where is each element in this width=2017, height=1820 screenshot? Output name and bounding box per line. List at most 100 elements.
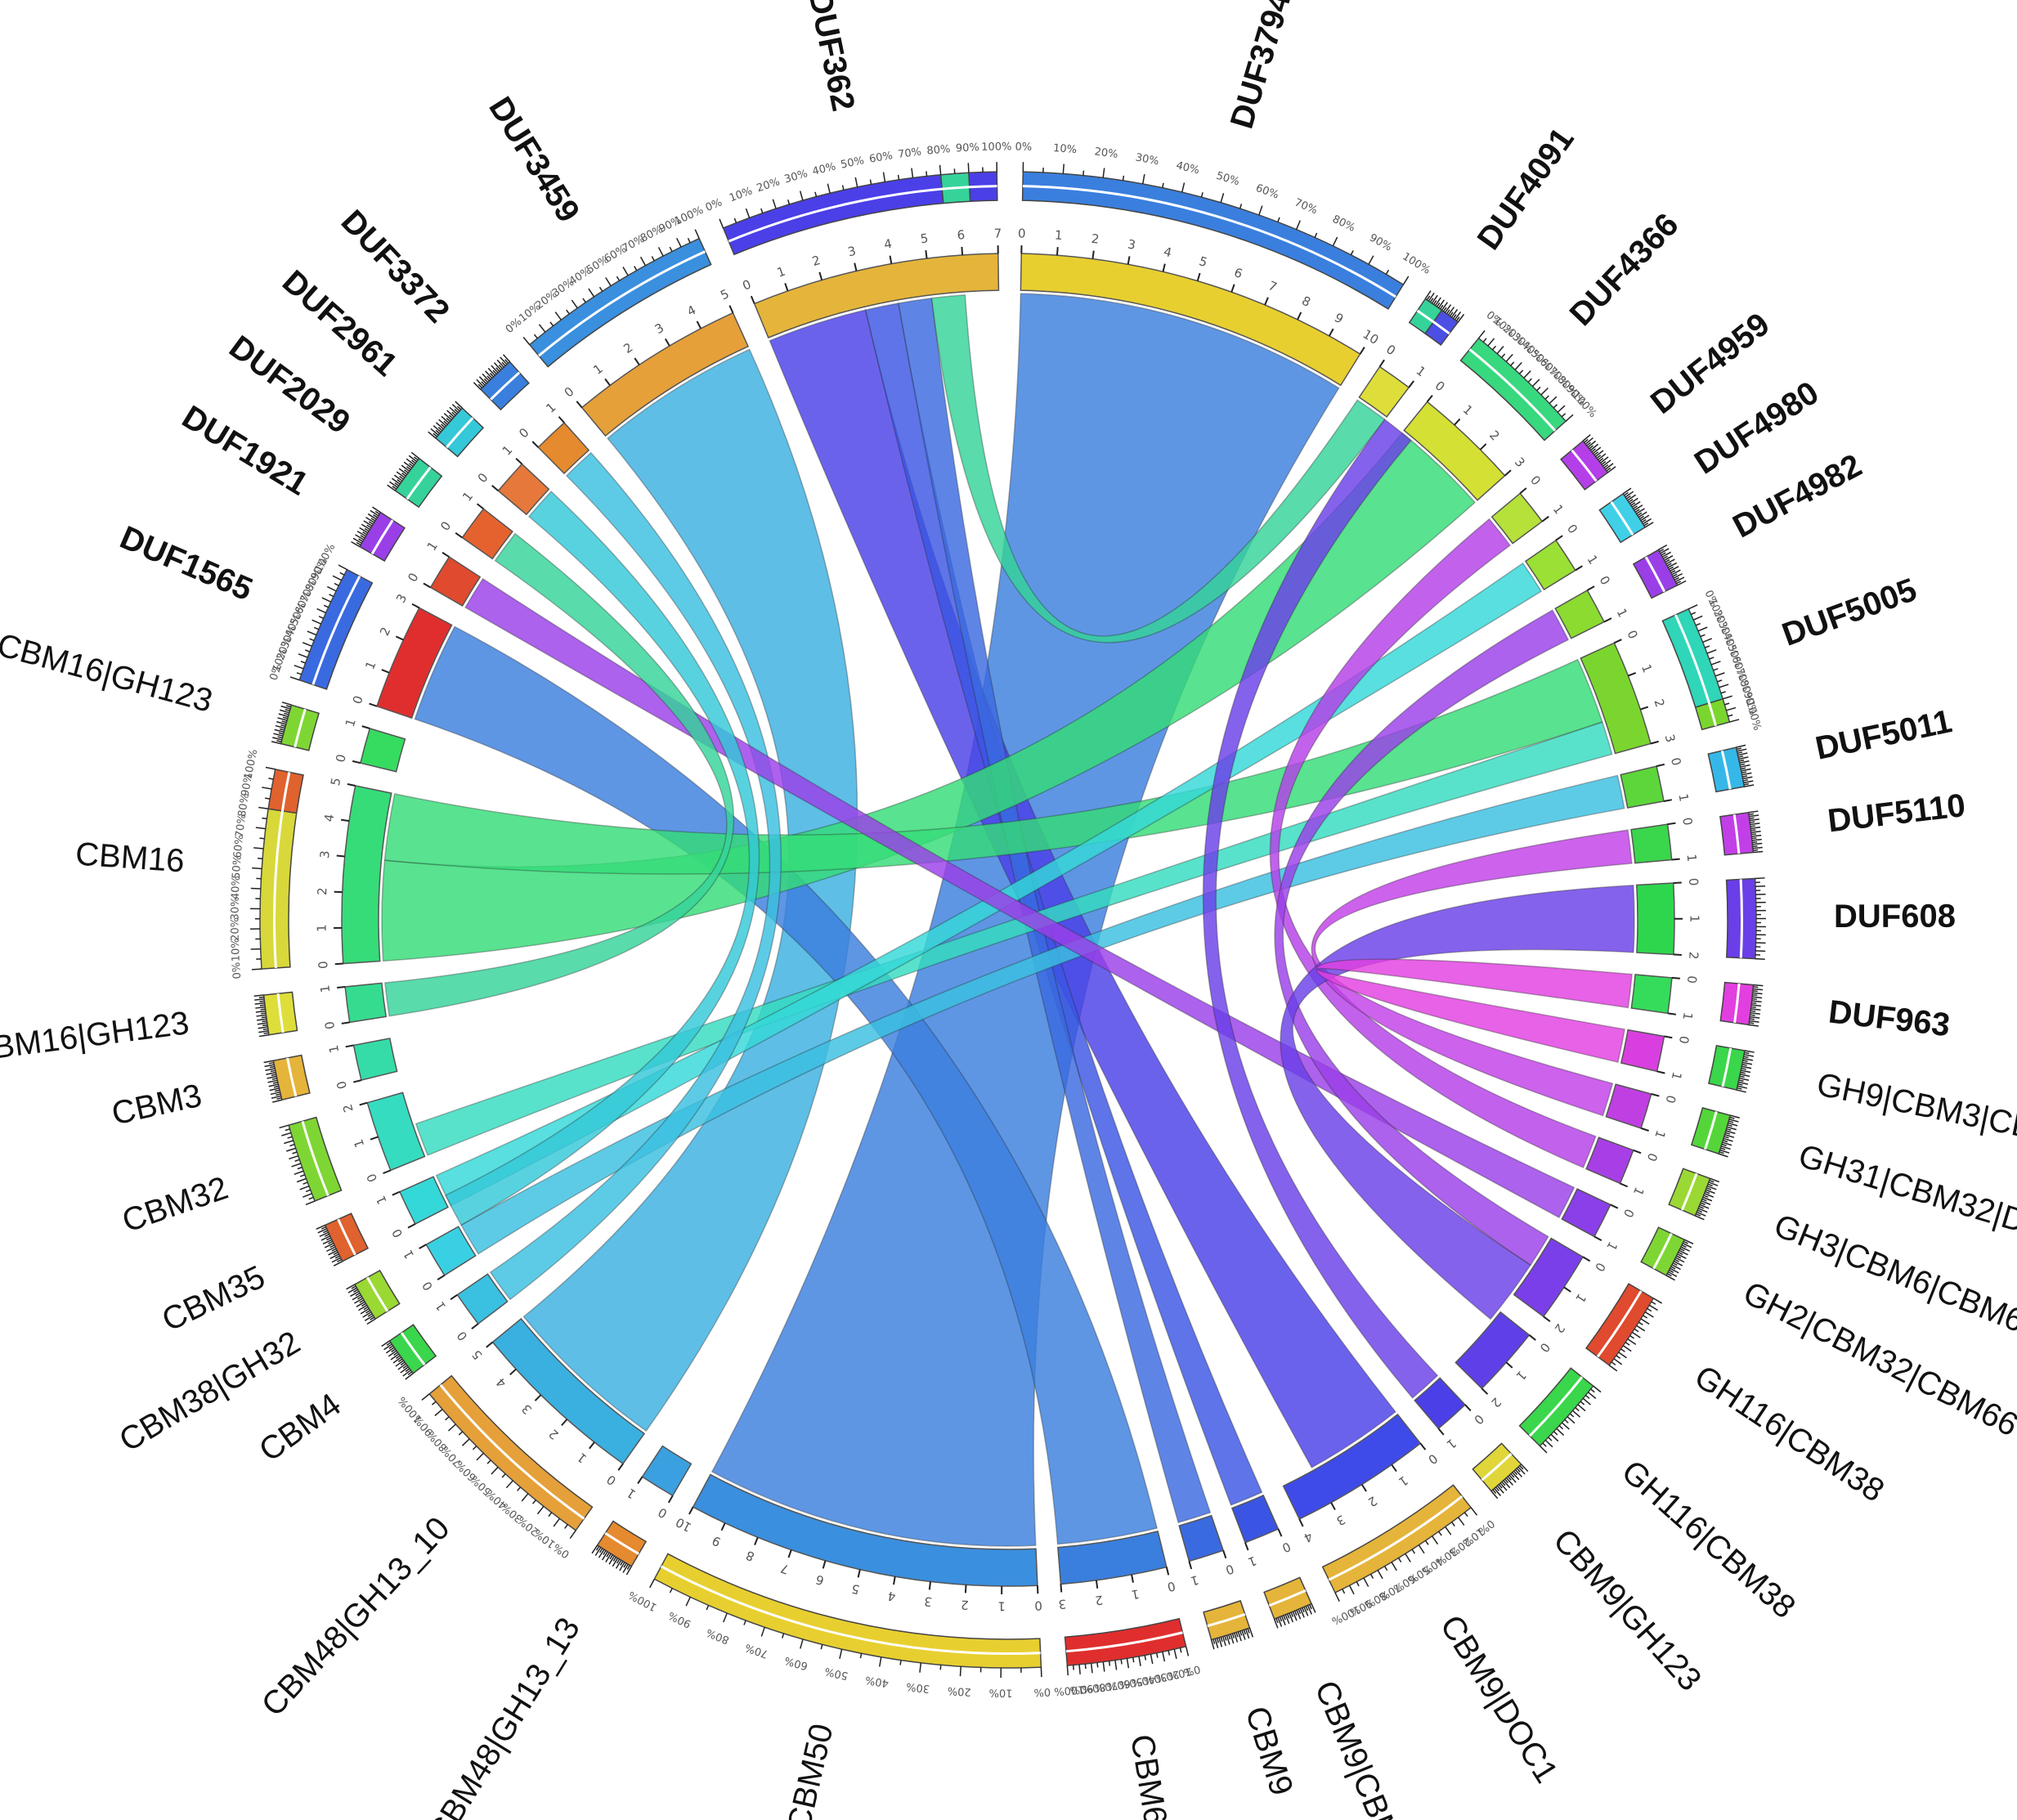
inner-tick-label: 3 <box>1127 236 1137 252</box>
outer-tick <box>1720 1147 1726 1150</box>
outer-tick <box>337 1258 343 1262</box>
outer-percentage-arc <box>428 1374 594 1531</box>
outer-tick <box>360 535 365 539</box>
segment-label: DUF362 <box>801 0 861 114</box>
outer-tick <box>1706 649 1717 654</box>
outer-tick <box>1751 997 1757 1001</box>
outer-tick <box>1512 1472 1520 1481</box>
inner-tick <box>471 1323 479 1329</box>
outer-tick <box>259 837 265 840</box>
segment-label: CBM48|GH13_13 <box>421 1612 587 1820</box>
inner-tick <box>667 1495 674 1504</box>
outer-tick <box>252 867 262 870</box>
outer-tick <box>285 708 290 712</box>
outer-tick <box>1679 1248 1685 1252</box>
outer-tick <box>1424 290 1432 299</box>
outer-tick <box>1228 1634 1231 1640</box>
outer-tick <box>1518 370 1524 374</box>
inner-tick <box>1504 469 1512 477</box>
inner-tick-label: 0 <box>741 277 754 294</box>
outer-tick <box>1719 1149 1730 1154</box>
outer-tick <box>1275 1617 1279 1624</box>
inner-tick-label: 2 <box>1488 1395 1504 1410</box>
inner-tick <box>637 1476 643 1485</box>
inner-tick <box>664 338 670 347</box>
segment-label: CBM9|GH123 <box>1546 1522 1708 1697</box>
inner-tick <box>1359 347 1365 355</box>
outer-tick <box>441 415 450 424</box>
outer-tick <box>939 1665 942 1670</box>
outer-tick <box>449 406 458 415</box>
outer-tick <box>308 1196 314 1200</box>
outer-tick <box>367 1313 373 1317</box>
inner-tick-label: 1 <box>1189 1572 1200 1589</box>
outer-tick <box>1701 1200 1711 1206</box>
inner-tick-label: 6 <box>957 227 966 243</box>
inner-tick-label: 0 <box>1018 226 1026 241</box>
inner-tick <box>784 283 789 292</box>
outer-tick <box>296 672 302 675</box>
inner-tick <box>341 1021 350 1024</box>
inner-tick <box>1639 706 1649 711</box>
outer-tick <box>1702 638 1713 643</box>
outer-tick <box>406 466 411 470</box>
outer-tick <box>685 1596 691 1607</box>
inner-tick <box>1479 443 1487 451</box>
outer-divider-line <box>1721 1047 1732 1087</box>
inner-tick-label: 0 <box>1624 628 1640 641</box>
outer-tick <box>1600 456 1609 464</box>
inner-tick <box>383 1169 392 1175</box>
outer-tick <box>329 594 334 598</box>
outer-tick <box>1736 747 1741 751</box>
segment-label: CBM32 <box>118 1170 232 1239</box>
outer-tick <box>1214 1638 1219 1648</box>
outer-tick <box>1750 823 1760 826</box>
inner-tick <box>1541 515 1549 522</box>
outer-divider-line <box>538 250 706 357</box>
outer-percent-label: 100% <box>1570 389 1599 420</box>
outer-tick <box>483 378 489 383</box>
outer-divider-line <box>728 185 997 243</box>
outer-tick <box>1155 1652 1159 1658</box>
inner-tick-label: 3 <box>923 1594 933 1609</box>
outer-tick <box>305 1200 316 1206</box>
inner-tick <box>455 531 463 539</box>
outer-tick <box>356 541 361 546</box>
outer-percent-label: 100% <box>1401 250 1432 276</box>
outer-tick <box>328 1240 334 1244</box>
outer-divider-line <box>1652 1233 1673 1270</box>
inner-tick <box>1437 1428 1445 1436</box>
outer-divider-line <box>1680 1172 1698 1211</box>
outer-tick <box>1628 499 1634 503</box>
outer-tick <box>361 1302 366 1307</box>
outer-tick <box>294 1159 300 1162</box>
outer-tick <box>1629 497 1638 504</box>
outer-tick <box>1750 827 1761 829</box>
outer-tick <box>493 362 502 370</box>
outer-tick <box>1521 1464 1529 1473</box>
inner-tick <box>1127 256 1131 265</box>
outer-tick <box>1664 555 1674 562</box>
outer-tick <box>1567 1416 1576 1424</box>
outer-tick <box>1695 622 1701 626</box>
inner-segment-arc <box>497 463 550 516</box>
chord-link <box>1311 829 1633 1117</box>
outer-percent-label: 100% <box>1329 1603 1362 1627</box>
outer-tick <box>1738 1079 1744 1083</box>
outer-tick <box>323 604 329 608</box>
outer-tick <box>491 1466 499 1475</box>
outer-tick <box>1235 1632 1239 1638</box>
outer-tick <box>322 1239 333 1245</box>
outer-tick <box>839 1648 843 1659</box>
outer-tick <box>294 665 304 670</box>
inner-tick-label: 1 <box>459 489 476 504</box>
outer-tick <box>1501 353 1506 358</box>
outer-tick <box>1542 1442 1547 1447</box>
segment-label: DUF1565 <box>114 519 258 607</box>
outer-tick <box>1678 1251 1683 1255</box>
outer-tick <box>397 1358 403 1363</box>
outer-tick <box>1644 522 1654 528</box>
outer-tick <box>1662 555 1668 559</box>
inner-tick <box>1060 1584 1063 1593</box>
inner-segment-arc <box>1585 1136 1634 1185</box>
